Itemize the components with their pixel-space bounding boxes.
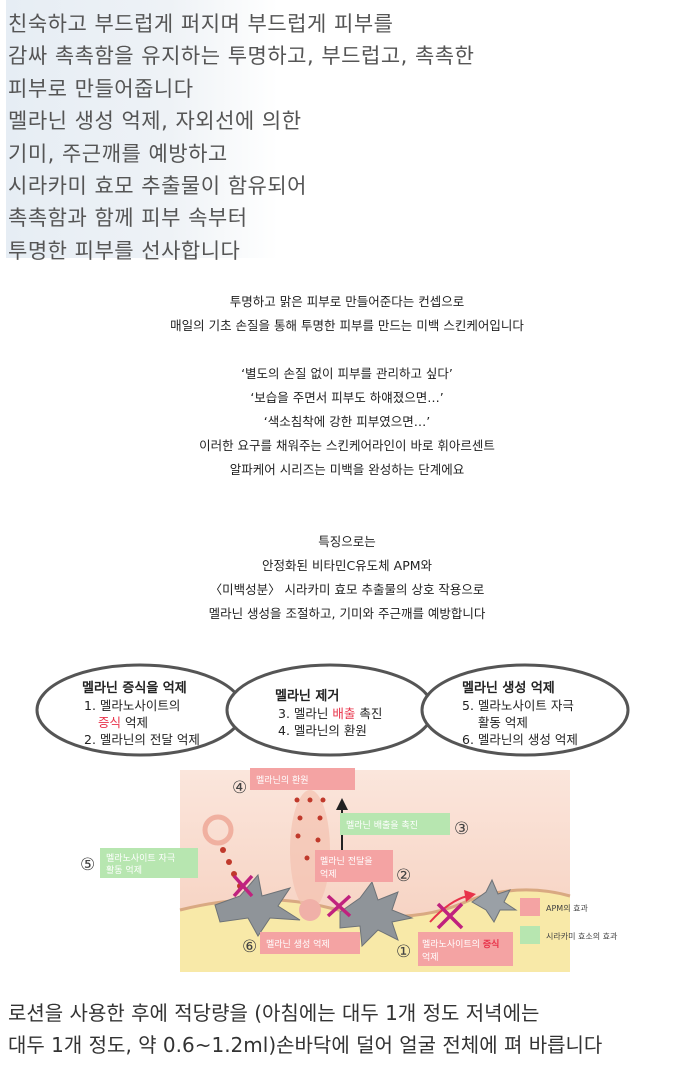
ellipse-3-line1: 5. 멜라노사이트 자극 xyxy=(462,698,574,713)
ellipse-2-line2-a: 3. 멜라닌 xyxy=(278,706,332,721)
excretion-arrowhead xyxy=(336,798,348,810)
intro-background xyxy=(6,0,278,258)
label-box-5 xyxy=(100,848,198,878)
needs-line: 알파케어 시리즈는 미백을 완성하는 단계에요 xyxy=(229,462,465,477)
label-5-text-b: 활동 억제 xyxy=(106,864,142,876)
features-line: 특징으로는 xyxy=(318,534,376,549)
cell-left xyxy=(202,814,234,846)
cross-mark xyxy=(232,874,464,930)
ellipse-1-line2-rest: 억제 xyxy=(121,715,148,730)
ellipse-1-title: 멜라닌 증식을 억제 xyxy=(82,680,187,696)
ellipse-2-line3: 4. 멜라닌의 환원 xyxy=(278,723,367,738)
cell-bottom xyxy=(299,899,321,921)
intro-line: 감싸 촉촉함을 유지하는 투명하고, 부드럽고, 촉촉한 xyxy=(8,44,475,69)
legend-label-shirakami: 시라카미 효소의 효과 xyxy=(546,931,618,941)
intro-line: 친숙하고 부드럽게 퍼지며 부드럽게 피부를 xyxy=(8,12,394,36)
ellipse-1-line1: 1. 멜라노사이트의 xyxy=(84,698,180,713)
number-1: ① xyxy=(396,942,411,962)
label-box-1 xyxy=(418,932,513,966)
intro-line: 촉촉함과 함께 피부 속부터 xyxy=(8,206,248,231)
label-box-3 xyxy=(340,813,450,835)
needs-line: ‘색소침착에 강한 피부였으면…’ xyxy=(263,414,431,429)
ellipse-1-line3: 2. 멜라닌의 전달 억제 xyxy=(84,732,200,747)
number-6: ⑥ xyxy=(242,937,257,957)
label-box-4 xyxy=(250,768,355,790)
number-5: ⑤ xyxy=(80,855,95,875)
usage-line: 대두 1개 정도, 약 0.6~1.2ml)손바닥에 덜어 얼굴 전체에 펴 바… xyxy=(8,1033,603,1057)
legend-label-apm: APM의 효과 xyxy=(546,903,588,913)
features-line: 안정화된 비타민C유도체 APM와 xyxy=(261,558,433,573)
label-1-text-a: 멜라노사이트의 증식 xyxy=(422,938,499,950)
number-2: ② xyxy=(396,866,411,886)
intro-text: 친숙하고 부드럽게 퍼지며 부드럽게 피부를 감싸 촉촉함을 유지하는 투명하고… xyxy=(8,8,474,267)
ellipse-2-line2: 3. 멜라닌 배출 촉진 xyxy=(278,706,382,721)
features-line: 〈미백성분〉 시라카미 효모 추출물의 상호 작용으로 xyxy=(209,582,485,597)
melanocyte-center xyxy=(339,880,414,948)
ellipse-2-line2-b: 촉진 xyxy=(355,706,382,721)
label-box-6 xyxy=(260,932,360,954)
legend-swatch-apm xyxy=(520,898,540,916)
intro-line: 멜라닌 생성 억제, 자외선에 의한 xyxy=(8,109,302,134)
label-1-highlight: 증식 xyxy=(483,938,500,950)
melanin-dots xyxy=(220,797,326,889)
production-arrow xyxy=(429,895,469,923)
whitening-mechanism-diagram: 멜라닌 증식을 억제 1. 멜라노사이트의 증식 억제 2. 멜라닌의 전달 억… xyxy=(35,663,630,972)
needs-line: 이러한 요구를 채워주는 스킨케어라인이 바로 휘아르센트 xyxy=(199,438,495,453)
label-4-text: 멜라닌의 환원 xyxy=(256,774,309,786)
ellipse-3-line2: 활동 억제 xyxy=(462,715,528,730)
ellipse-2-title: 멜라닌 제거 xyxy=(275,688,339,704)
ellipse-1-highlight: 증식 xyxy=(98,715,121,730)
needs-text: ‘별도의 손질 없이 피부를 관리하고 싶다’ ‘보습을 주면서 피부도 하얘졌… xyxy=(0,362,694,482)
intro-line: 피부로 만들어줍니다 xyxy=(8,76,194,101)
ellipse-1-line2: 증식 억제 xyxy=(98,715,148,730)
features-text: 특징으로는 안정화된 비타민C유도체 APM와 〈미백성분〉 시라카미 효모 추… xyxy=(0,530,694,626)
number-3: ③ xyxy=(454,819,469,839)
label-1-text-b: 억제 xyxy=(422,951,439,963)
intro-line: 투명한 피부를 선사합니다 xyxy=(8,238,241,263)
ellipse-3-title: 멜라닌 생성 억제 xyxy=(462,680,555,696)
label-5-text-a: 멜라노사이트 자극 xyxy=(106,852,175,864)
usage-line: 로션을 사용한 후에 적당량을 (아침에는 대두 1개 정도 저녁에는 xyxy=(8,1001,540,1025)
ellipse-production xyxy=(420,663,630,757)
label-6-text: 멜라닌 생성 억제 xyxy=(266,938,330,950)
concept-line: 투명하고 맑은 피부로 만들어준다는 컨셉으로 xyxy=(229,294,465,309)
label-2-text-a: 멜라닌 전달을 xyxy=(320,855,373,867)
production-arrowhead xyxy=(464,890,476,902)
melanocyte-left xyxy=(214,873,301,937)
label-1-a: 멜라노사이트의 xyxy=(422,938,483,950)
number-4: ④ xyxy=(232,778,247,798)
legend-swatch-shirakami xyxy=(520,926,540,944)
needs-line: ‘별도의 손질 없이 피부를 관리하고 싶다’ xyxy=(241,366,453,381)
features-line: 멜라닌 생성을 조절하고, 기미와 주근깨를 예방합니다 xyxy=(208,606,486,621)
concept-text: 투명하고 맑은 피부로 만들어준다는 컨셉으로 매일의 기초 손질을 통해 투명… xyxy=(0,290,694,338)
label-box-2 xyxy=(315,850,393,882)
intro-line: 시라카미 효모 추출물이 함유되어 xyxy=(8,174,308,199)
ellipse-2-highlight: 배출 xyxy=(332,706,355,721)
intro-line: 기미, 주근깨를 예방하고 xyxy=(8,141,228,166)
label-2-text-b: 억제 xyxy=(320,868,337,880)
needs-line: ‘보습을 주면서 피부도 하얘졌으면…’ xyxy=(250,390,444,405)
ellipse-3-line3: 6. 멜라닌의 생성 억제 xyxy=(462,732,578,747)
label-3-text: 멜라닌 배출을 촉진 xyxy=(346,819,418,831)
usage-text: 로션을 사용한 후에 적당량을 (아침에는 대두 1개 정도 저녁에는 대두 1… xyxy=(8,997,602,1061)
melanocyte-right xyxy=(471,878,518,923)
concept-line: 매일의 기초 손질을 통해 투명한 피부를 만드는 미백 스킨케어입니다 xyxy=(170,318,524,333)
